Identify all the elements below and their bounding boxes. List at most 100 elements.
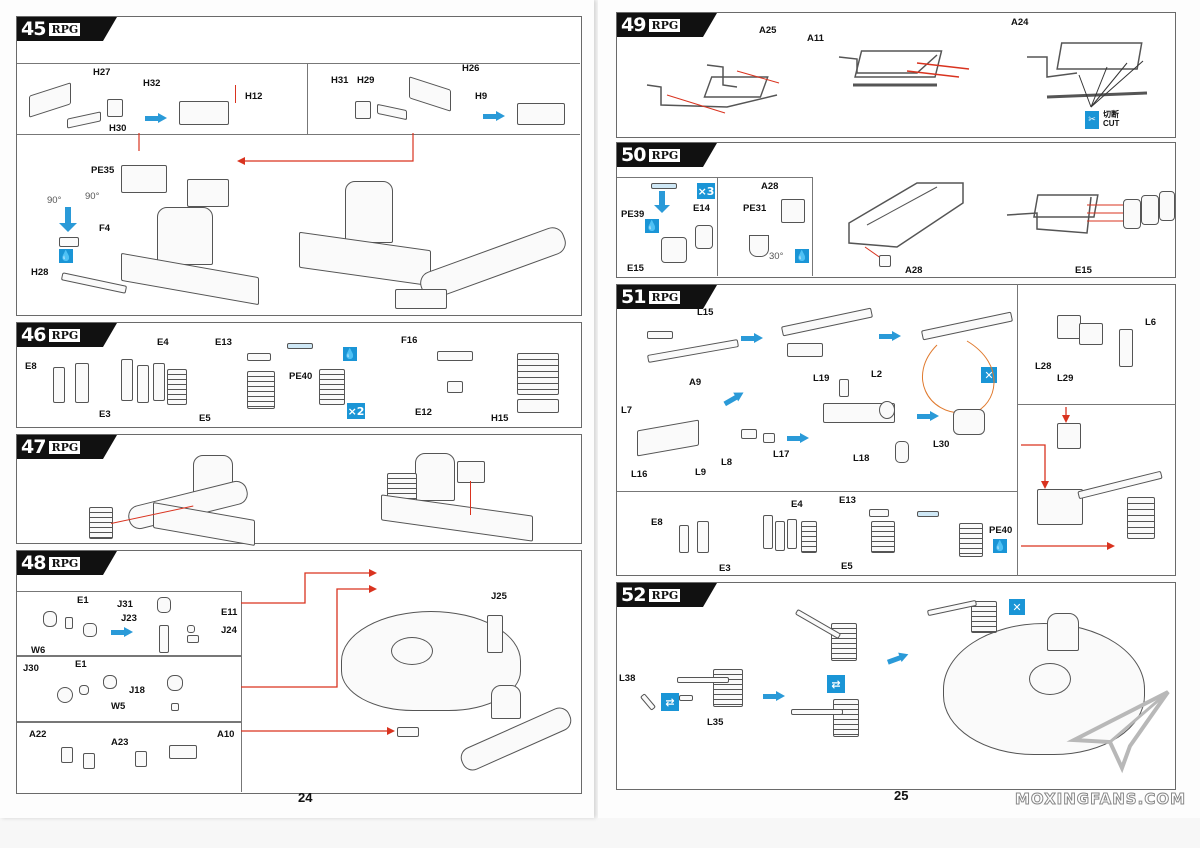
brand-logo: RPG <box>49 328 81 342</box>
part-h-left-assembly <box>121 165 167 193</box>
cut-icon: ✂ <box>1085 111 1099 129</box>
step-header: 52 RPG <box>617 583 717 607</box>
part-e11 <box>187 625 195 633</box>
step-48: 48 RPG E1 J31 W6 J23 E11 J24 J30 E1 W5 J… <box>16 550 582 794</box>
turret-hatch <box>391 637 433 665</box>
part-l17 <box>763 433 775 443</box>
label-e8: E8 <box>25 361 37 372</box>
label-l8: L8 <box>721 457 733 468</box>
part-h31 <box>355 101 371 119</box>
part-exhaust-mount <box>395 289 447 309</box>
part-l38 <box>639 693 657 711</box>
part-e15 <box>661 237 687 263</box>
angle-label: 30° <box>769 251 784 262</box>
part-e4 <box>121 359 133 401</box>
label-e5: E5 <box>199 413 211 424</box>
glue-drop-icon: 💧 <box>795 249 809 263</box>
step-header: 51 RPG <box>617 285 717 309</box>
exhaust-stack <box>415 453 455 501</box>
sub-step-ammo <box>617 491 1018 576</box>
twin-ammo-box-assembly <box>517 353 559 395</box>
side-box <box>487 615 503 653</box>
part-a22 <box>61 747 73 763</box>
label-pe39: PE39 <box>621 209 645 220</box>
assembled-base <box>381 494 533 542</box>
label-l28: L28 <box>1035 361 1052 372</box>
step-45: 45 RPG H27 H32 H30 H12 H31 H29 H26 H9 P <box>16 16 582 316</box>
label-h9: H9 <box>475 91 488 102</box>
brand-logo: RPG <box>49 556 81 570</box>
label-e4: E4 <box>791 499 803 510</box>
part-h-right-assembly <box>187 179 229 207</box>
step-number: 48 <box>21 552 46 574</box>
part-h32 <box>107 99 123 117</box>
part-e3-frame <box>75 363 89 403</box>
part-e5 <box>801 521 817 553</box>
label-w6: W6 <box>31 645 46 656</box>
step-header: 50 RPG <box>617 143 717 167</box>
blue-arrow-icon <box>659 191 665 207</box>
part-pe31 <box>749 235 769 257</box>
guide-line <box>235 85 236 103</box>
part-e14 <box>695 225 713 249</box>
label-a25: A25 <box>759 25 777 36</box>
page-24: 45 RPG H27 H32 H30 H12 H31 H29 H26 H9 P <box>0 0 594 818</box>
rail-drawings <box>646 42 1148 114</box>
step-51: 51 RPG L15 A9 ✕ L7 L16 L9 L8 L17 L19 <box>616 284 1176 576</box>
gun-view-top <box>831 623 857 661</box>
blue-arrow-icon <box>741 333 763 343</box>
label-e1: E1 <box>77 595 89 606</box>
label-pe35: PE35 <box>91 165 115 176</box>
step-50: 50 RPG PE39 💧 ×3 E14 E15 A28 PE31 30° 💧 <box>616 142 1176 278</box>
ammo-box <box>1127 497 1155 539</box>
part-e8 <box>53 367 65 403</box>
step-header: 48 RPG <box>17 551 117 575</box>
blue-arrow-icon <box>65 207 71 225</box>
label-h30: H30 <box>109 123 127 134</box>
label-h29: H29 <box>357 75 375 86</box>
tow-fitting <box>397 727 419 737</box>
step-52: 52 RPG L38 ⇄ L35 ⇄ ✕ <box>616 582 1176 790</box>
step-header: 45 RPG <box>17 17 117 41</box>
sub-step-3 <box>17 721 242 792</box>
storage-box <box>457 461 485 483</box>
blue-arrow-icon <box>483 111 505 121</box>
label-a23: A23 <box>111 737 129 748</box>
part-h15 <box>447 381 463 393</box>
cut-label-en: CUT <box>1103 119 1120 128</box>
gun-on-mount <box>1037 489 1083 525</box>
step-number: 45 <box>21 18 46 40</box>
ammo-box <box>89 507 113 539</box>
part-exhaust-stack <box>157 207 213 265</box>
exhaust-stack <box>1047 613 1079 651</box>
part-a28 <box>879 255 891 267</box>
blue-arrow-head <box>654 205 670 213</box>
part-e15 <box>1141 195 1159 225</box>
guide-lines <box>138 133 414 165</box>
gun-cradle <box>787 343 823 357</box>
part-e3 <box>697 521 709 553</box>
brand-logo: RPG <box>649 18 681 32</box>
label-f4: F4 <box>99 223 111 234</box>
label-e4: E4 <box>157 337 169 348</box>
blue-arrow-icon <box>879 331 901 341</box>
label-e15: E15 <box>627 263 644 274</box>
part-e15 <box>1159 191 1175 221</box>
label-e13: E13 <box>215 337 232 348</box>
label-a11: A11 <box>807 33 824 44</box>
part-e13 <box>247 353 271 361</box>
guide-lines <box>241 569 395 735</box>
label-j24: J24 <box>221 625 237 636</box>
blue-arrow-icon <box>886 650 910 667</box>
label-e3: E3 <box>99 409 111 420</box>
gun-view-bottom <box>833 699 859 737</box>
part-l6 <box>1119 329 1133 367</box>
part-j23 <box>159 625 169 653</box>
flip-view-icon: ⇄ <box>661 693 679 711</box>
label-pe31: PE31 <box>743 203 767 214</box>
part-j31 <box>83 623 97 637</box>
part-l15 <box>647 331 673 339</box>
part-e8 <box>679 525 689 553</box>
brand-logo: RPG <box>649 148 681 162</box>
glue-drop-icon: 💧 <box>343 347 357 361</box>
